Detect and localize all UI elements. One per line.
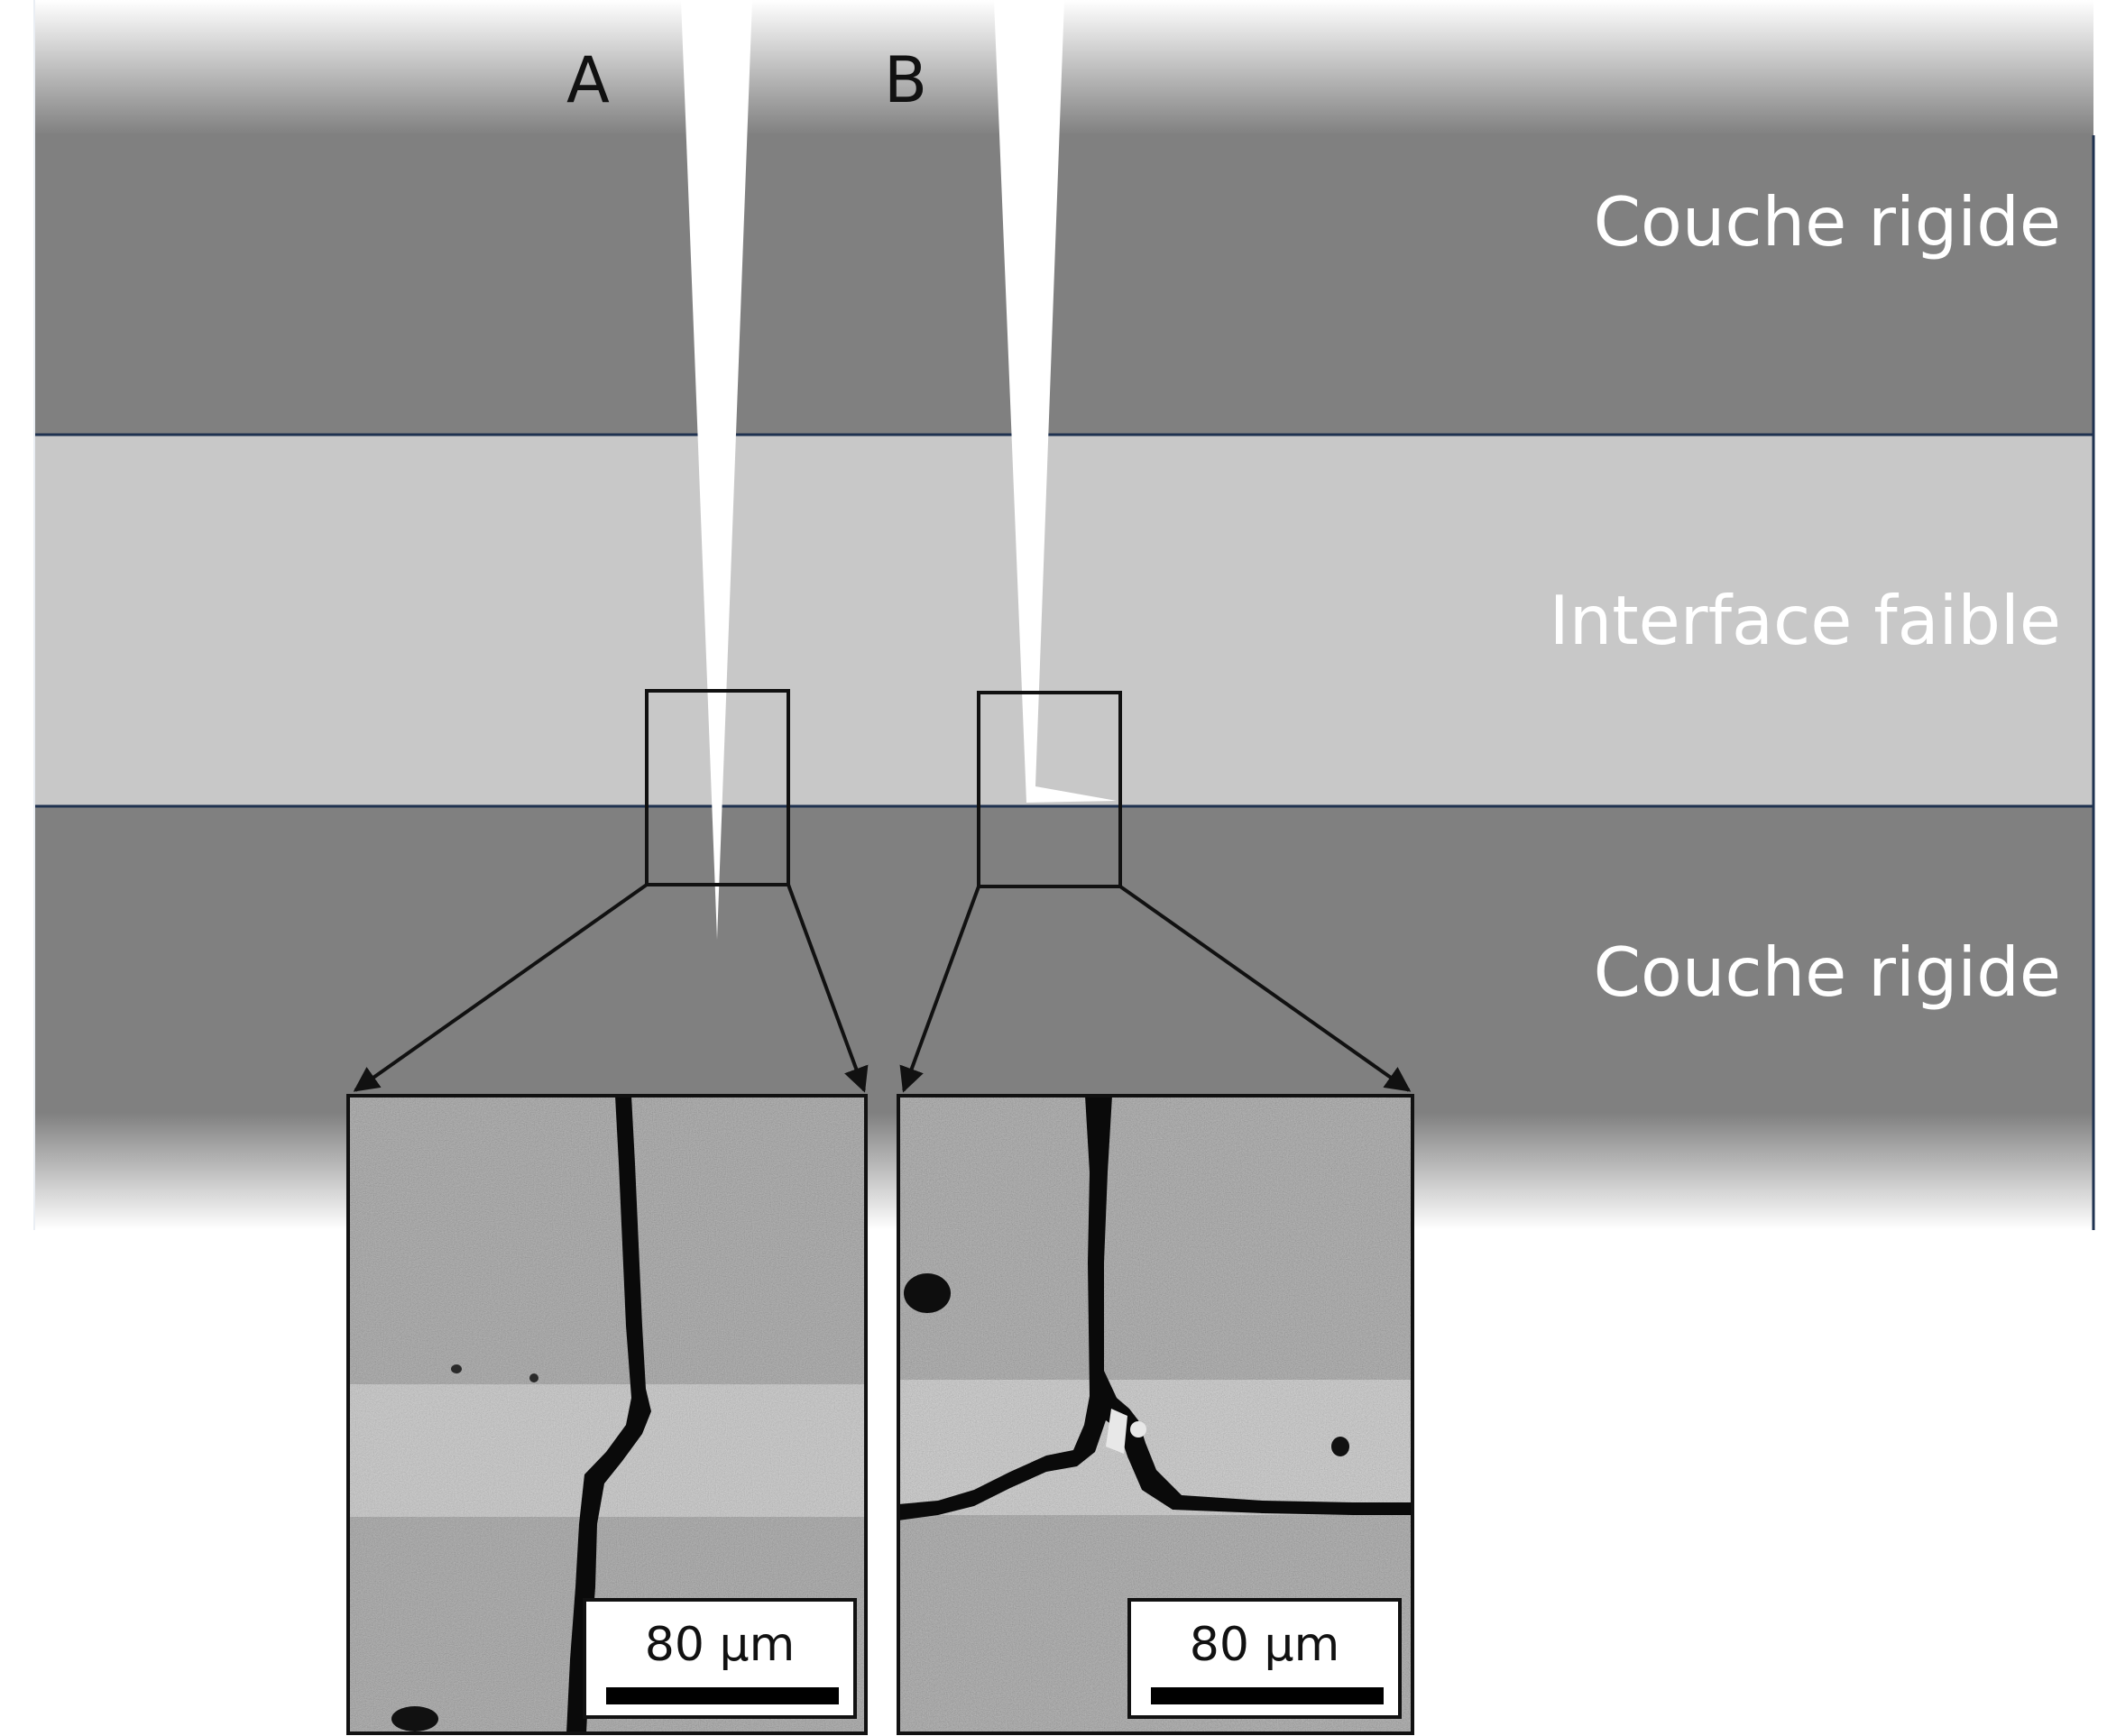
weak-interface-layer bbox=[34, 435, 2093, 806]
crack-b bbox=[994, 0, 1117, 803]
micrograph-a-crack bbox=[566, 1096, 651, 1733]
micrograph-a: 80 µm bbox=[346, 1094, 868, 1735]
scale-bar-label-b: 80 µm bbox=[1190, 1618, 1339, 1672]
micrograph-b-pore bbox=[904, 1273, 951, 1313]
leader-arrow-b-right bbox=[1118, 885, 1412, 1092]
scale-bar-label-a: 80 µm bbox=[645, 1618, 795, 1672]
leader-arrow-a-left bbox=[353, 883, 649, 1092]
zoom-box-b bbox=[977, 691, 1122, 888]
leader-arrow-b-left bbox=[899, 886, 980, 1093]
crack-b-label: B bbox=[884, 43, 927, 117]
bottom-layer-label: Couche rigide bbox=[1594, 932, 2061, 1012]
crack-a-label: A bbox=[566, 43, 610, 117]
zoom-box-a bbox=[645, 689, 790, 886]
micrograph-b: 80 µm bbox=[897, 1094, 1414, 1735]
scale-bar-b bbox=[1151, 1687, 1384, 1704]
leader-arrow-a-right bbox=[787, 884, 869, 1093]
top-fade bbox=[34, 0, 2093, 135]
interface-label: Interface faible bbox=[1550, 581, 2061, 660]
crack-a bbox=[681, 0, 752, 940]
scale-bar-a bbox=[606, 1687, 839, 1704]
top-layer-label: Couche rigide bbox=[1594, 182, 2061, 262]
